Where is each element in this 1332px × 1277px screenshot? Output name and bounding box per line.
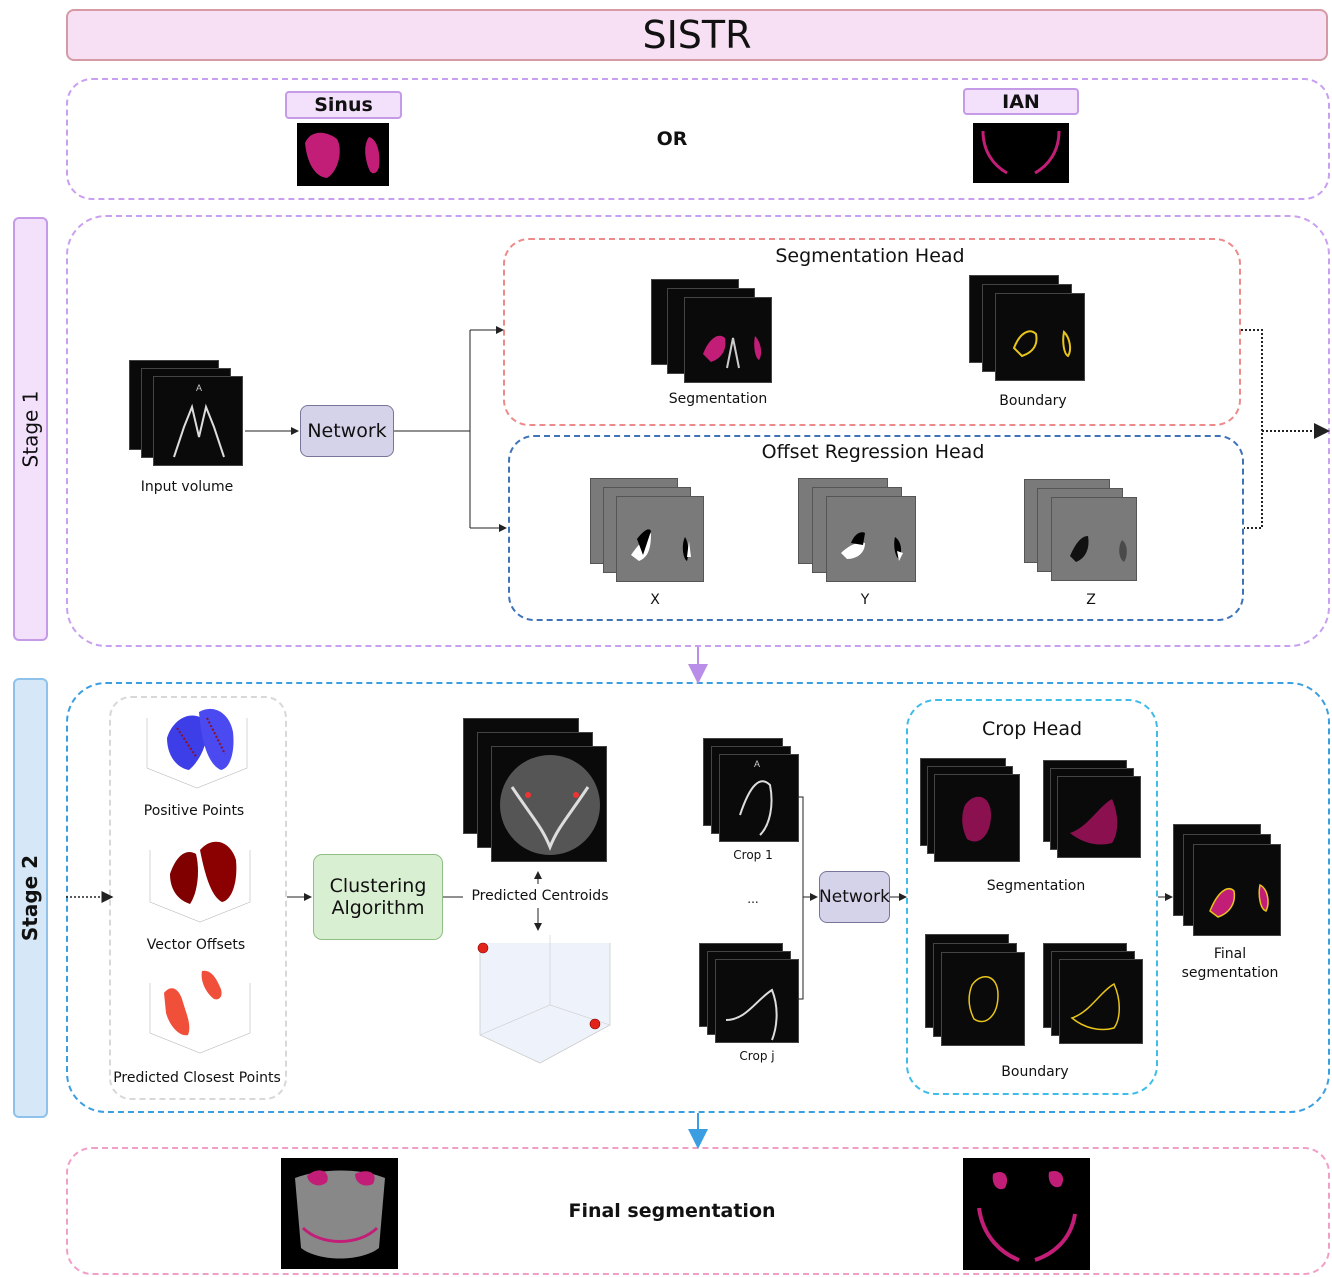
stage2-final-label-line2: segmentation — [1181, 965, 1279, 981]
stage1-arrows — [245, 326, 1330, 532]
sinus-image — [297, 123, 389, 186]
crop1-stack: A — [703, 738, 799, 842]
offset-x-stack — [590, 478, 706, 582]
stage2-network-block: Network — [819, 871, 890, 923]
clustering-label-line1: Clustering — [329, 875, 427, 897]
positive-points-plot — [137, 698, 255, 794]
crop-seg-label: Segmentation — [986, 878, 1086, 894]
stage1-segmentation-label: Segmentation — [668, 391, 768, 407]
final-ian-render — [963, 1158, 1090, 1270]
offset-z-stack — [1024, 479, 1138, 581]
stage1-network-label: Network — [307, 420, 387, 442]
stage2-final-label-line1: Final — [1213, 946, 1247, 962]
offset-y-label: Y — [860, 592, 870, 608]
final-sinus-render — [281, 1158, 398, 1269]
input-volume-stack: A — [129, 360, 245, 466]
sinus-chip: Sinus — [285, 91, 402, 119]
clustering-label-line2: Algorithm — [331, 897, 425, 919]
or-label: OR — [656, 128, 688, 150]
ian-chip: IAN — [963, 88, 1079, 115]
ian-image — [973, 123, 1069, 183]
segmentation-head-box — [503, 238, 1241, 426]
crop1-label: Crop 1 — [733, 848, 773, 862]
crop-seg-stack-2 — [1043, 760, 1141, 858]
crop-ellipsis: ... — [747, 892, 759, 906]
crop-boundary-stack-1 — [925, 934, 1025, 1046]
crop-head-title: Crop Head — [981, 718, 1083, 740]
closest-points-plot — [140, 963, 258, 1059]
input-volume-label: Input volume — [140, 479, 234, 495]
vector-offsets-label: Vector Offsets — [146, 937, 246, 953]
crop-boundary-stack-2 — [1043, 943, 1143, 1044]
offset-z-label: Z — [1086, 592, 1096, 608]
crop-boundary-label: Boundary — [1001, 1064, 1069, 1080]
svg-text:A: A — [754, 759, 760, 769]
crop-seg-stack-1 — [920, 758, 1020, 862]
closest-points-label: Predicted Closest Points — [113, 1070, 281, 1086]
offset-x-label: X — [650, 592, 660, 608]
stage1-tab: Stage 1 — [13, 217, 48, 641]
segmentation-head-title: Segmentation Head — [775, 245, 965, 267]
diagram-title: SISTR — [66, 9, 1328, 61]
centroids-label: Predicted Centroids — [471, 888, 609, 904]
ian-canal-icon — [981, 130, 1061, 175]
stage2-arrows — [66, 796, 1173, 1000]
stage2-final-stack — [1173, 824, 1281, 936]
stage1-segmentation-stack — [651, 279, 773, 383]
stage1-boundary-stack — [969, 275, 1087, 381]
cropj-stack — [699, 943, 799, 1043]
clustering-algorithm-block: Clustering Algorithm — [313, 854, 443, 940]
svg-text:A: A — [196, 383, 202, 393]
centroid-3d-plot — [450, 935, 618, 1071]
stage2-network-label: Network — [819, 887, 890, 907]
offset-regression-head-title: Offset Regression Head — [761, 441, 985, 463]
cropj-label: Crop j — [739, 1049, 775, 1063]
offset-regression-head-box — [508, 435, 1244, 621]
positive-points-label: Positive Points — [143, 803, 245, 819]
crop-head-box — [906, 699, 1158, 1095]
stage1-network-block: Network — [300, 405, 394, 457]
sinus-shape-icon — [305, 132, 380, 178]
stage2-tab: Stage 2 — [13, 678, 48, 1118]
final-label: Final segmentation — [568, 1200, 776, 1222]
vector-offsets-plot — [140, 830, 258, 928]
stage1-boundary-label: Boundary — [999, 393, 1067, 409]
offset-y-stack — [798, 478, 916, 582]
target-selection-box — [66, 78, 1330, 200]
centroid-ct-stack — [463, 718, 609, 864]
